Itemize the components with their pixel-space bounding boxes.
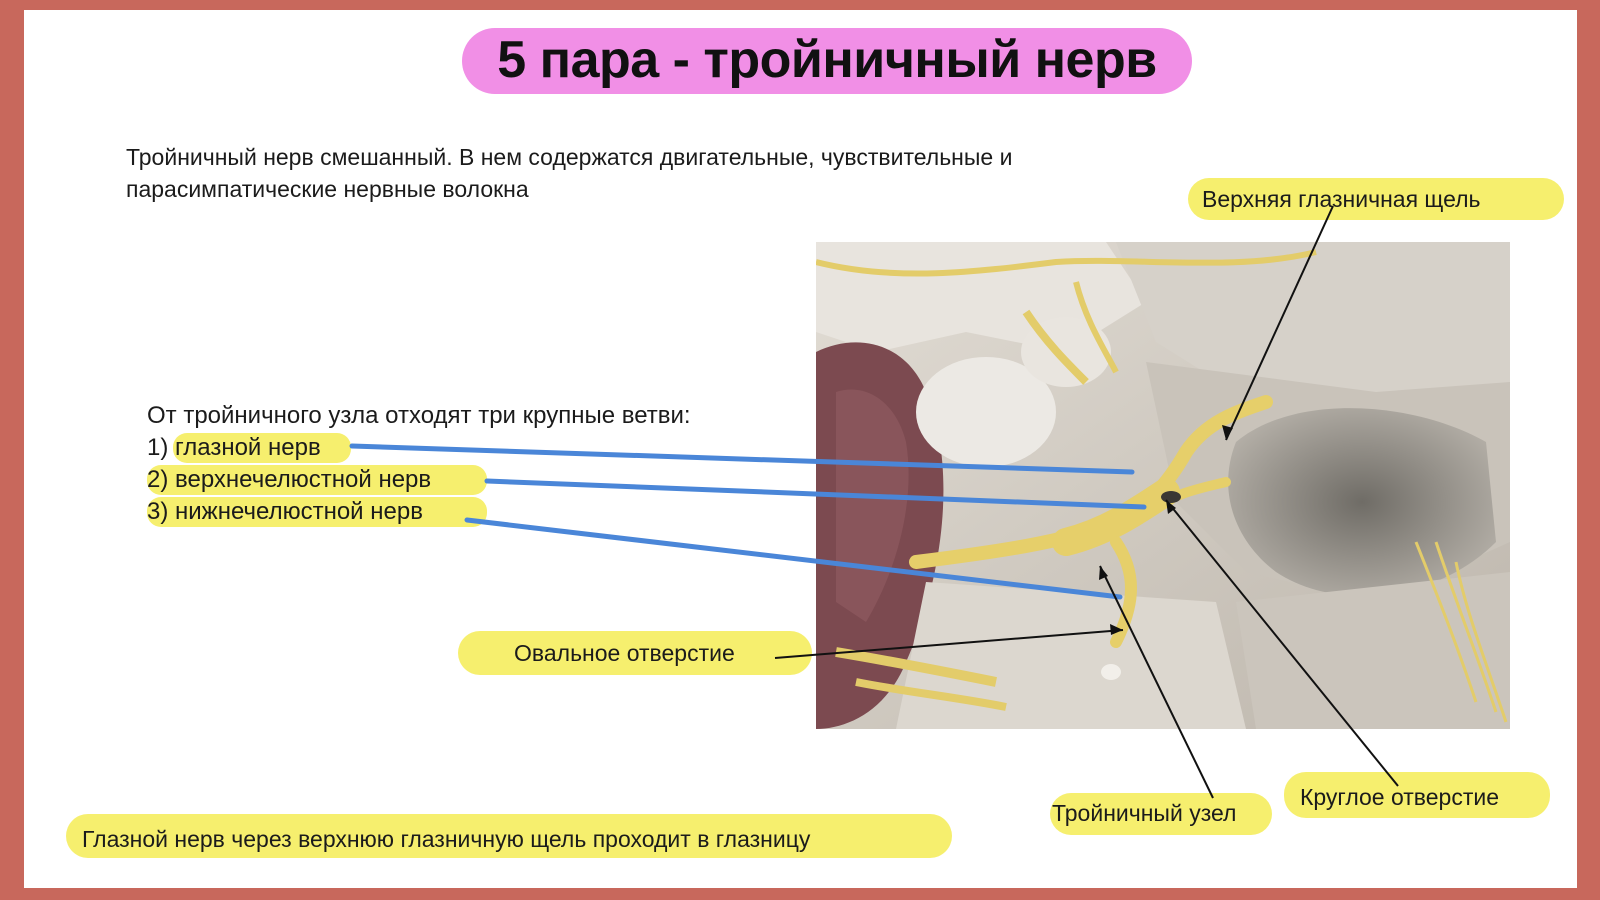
intro-line-1: Тройничный нерв смешанный. В нем содержа… (126, 144, 1013, 170)
intro-text: Тройничный нерв смешанный. В нем содержа… (126, 141, 1246, 205)
branches-list: От тройничного узла отходят три крупные … (147, 400, 691, 528)
highlight-foramen-ovale (458, 631, 812, 675)
anatomy-drawing (816, 242, 1510, 729)
highlight-footer (66, 814, 952, 858)
branch-item: 2) верхнечелюстной нерв (147, 466, 432, 493)
intro-line-2: парасимпатические нервные волокна (126, 176, 529, 202)
footer-note: Глазной нерв через верхнюю глазничную ще… (82, 826, 811, 852)
title-highlight (462, 28, 1192, 94)
branches-heading: От тройничного узла отходят три крупные … (147, 402, 691, 429)
highlight-trigeminal-ganglion (1050, 793, 1272, 835)
highlight-branch-3 (147, 497, 487, 527)
branch-item: 3) нижнечелюстной нерв (147, 498, 423, 525)
label-superior-orbital-fissure: Верхняя глазничная щель (1202, 186, 1481, 212)
highlight-branch-1 (173, 433, 351, 463)
branch-item: 1) глазной нерв (147, 434, 321, 461)
page-title: 5 пара - тройничный нерв (497, 31, 1157, 89)
skull-base-illustration (816, 242, 1510, 729)
label-trigeminal-ganglion: Тройничный узел (1052, 800, 1237, 826)
label-foramen-ovale: Овальное отверстие (514, 640, 735, 666)
label-foramen-rotundum: Круглое отверстие (1300, 784, 1500, 810)
